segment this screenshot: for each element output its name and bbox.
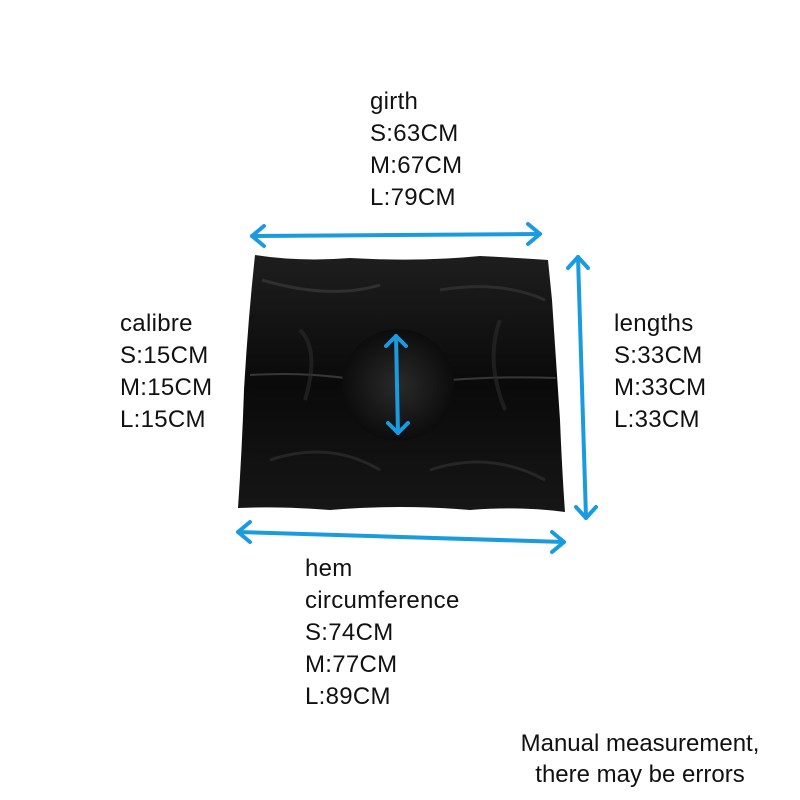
hem-label: hem circumference S:74CM M:77CM L:89CM bbox=[305, 553, 460, 713]
lengths-size-s: S:33CM bbox=[614, 342, 703, 369]
girth-title: girth bbox=[370, 88, 419, 115]
girth-arrow bbox=[250, 222, 542, 248]
girth-size-s: S:63CM bbox=[370, 120, 459, 147]
lengths-size-m: M:33CM bbox=[614, 374, 707, 401]
hem-size-m: M:77CM bbox=[305, 651, 398, 678]
disclaimer-line2: there may be errors bbox=[535, 761, 745, 788]
hem-size-s: S:74CM bbox=[305, 619, 394, 646]
calibre-size-l: L:15CM bbox=[120, 406, 206, 433]
lengths-label: lengths S:33CM M:33CM L:33CM bbox=[614, 308, 706, 436]
hem-arrow bbox=[236, 520, 566, 554]
lengths-size-l: L:33CM bbox=[614, 406, 700, 433]
girth-size-m: M:67CM bbox=[370, 152, 463, 179]
girth-size-l: L:79CM bbox=[370, 184, 456, 211]
disclaimer-line1: Manual measurement, bbox=[520, 730, 760, 757]
calibre-size-m: M:15CM bbox=[120, 374, 213, 401]
hem-title-line2: circumference bbox=[305, 587, 460, 614]
calibre-label: calibre S:15CM M:15CM L:15CM bbox=[120, 308, 212, 436]
girth-label: girth S:63CM M:67CM L:79CM bbox=[370, 86, 462, 214]
measurement-disclaimer: Manual measurement, there may be errors bbox=[495, 728, 785, 790]
lengths-arrow bbox=[566, 255, 598, 520]
hem-title-line1: hem bbox=[305, 555, 353, 582]
calibre-size-s: S:15CM bbox=[120, 342, 209, 369]
hem-size-l: L:89CM bbox=[305, 683, 391, 710]
calibre-title: calibre bbox=[120, 310, 193, 337]
calibre-arrow bbox=[384, 334, 410, 435]
lengths-title: lengths bbox=[614, 310, 694, 337]
